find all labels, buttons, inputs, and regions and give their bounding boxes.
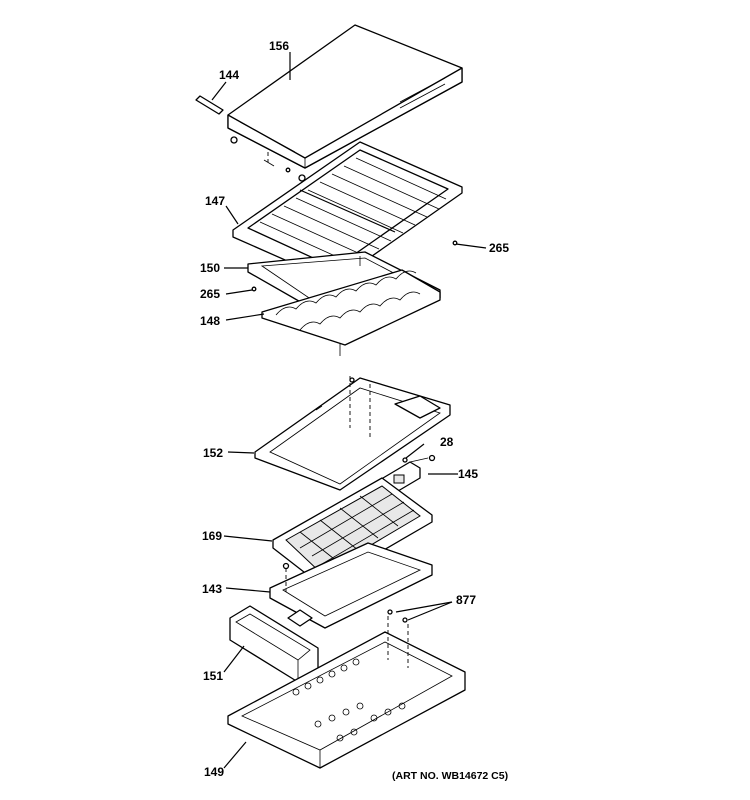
label-877: 877 [456, 593, 476, 607]
part-144-rod [195, 95, 224, 115]
label-143: 143 [202, 582, 222, 596]
label-151: 151 [203, 669, 223, 683]
label-150: 150 [200, 261, 220, 275]
part-143-tray [269, 542, 433, 629]
part-169-element [272, 477, 433, 587]
part-152-housing [254, 376, 451, 491]
part-149-base [227, 609, 466, 769]
label-144: 144 [219, 68, 239, 82]
part-156-cover [227, 24, 463, 182]
label-265-lower: 265 [200, 287, 220, 301]
label-145: 145 [458, 467, 478, 481]
label-28: 28 [440, 435, 454, 449]
label-169: 169 [202, 529, 222, 543]
label-148: 148 [200, 314, 220, 328]
art-number: (ART NO. WB14672 C5) [392, 770, 508, 782]
label-149: 149 [204, 765, 224, 779]
label-156: 156 [269, 39, 289, 53]
leader-lines [211, 52, 487, 769]
label-147: 147 [205, 194, 225, 208]
label-152: 152 [203, 446, 223, 460]
label-265-upper: 265 [489, 241, 509, 255]
part-147-grate [232, 141, 463, 283]
part-148-radiant [261, 269, 441, 356]
